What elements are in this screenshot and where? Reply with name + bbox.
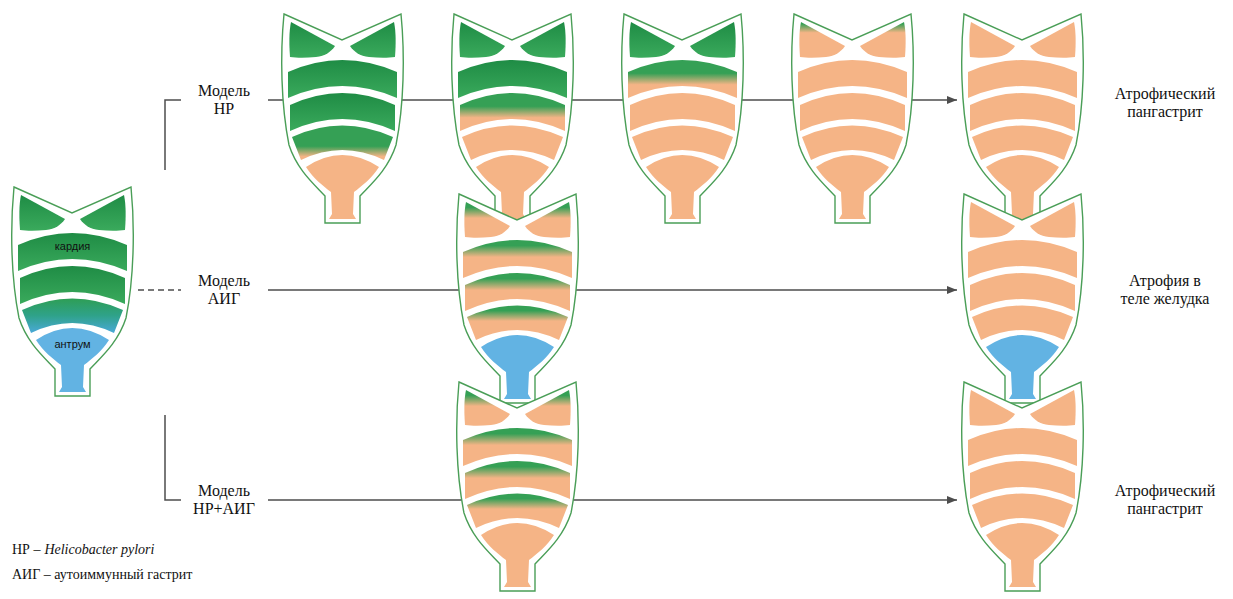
abbreviation-note: НР – bbox=[12, 542, 40, 558]
stomach-figure bbox=[622, 14, 744, 223]
stomach-region bbox=[690, 22, 736, 58]
stomach-region bbox=[798, 60, 907, 98]
stomach-region bbox=[969, 202, 1015, 238]
progression-arrow bbox=[268, 499, 957, 501]
region-label: кардия bbox=[55, 240, 91, 253]
stomach-region bbox=[481, 335, 554, 399]
stomach-region bbox=[19, 195, 65, 231]
stomach-region bbox=[968, 240, 1077, 278]
stomach-illustrations bbox=[282, 14, 1084, 591]
stomach-region bbox=[969, 22, 1015, 58]
stomach-region bbox=[463, 240, 572, 278]
stomach-region bbox=[467, 306, 568, 341]
stomach-region bbox=[969, 390, 1015, 426]
stomach-outline bbox=[962, 382, 1084, 591]
stomach-outline bbox=[792, 14, 914, 223]
stomach-figure bbox=[962, 382, 1084, 591]
stomach-figure bbox=[457, 194, 579, 403]
stomach-outline bbox=[452, 14, 574, 223]
stomach-region bbox=[350, 22, 396, 58]
stomach-region bbox=[1030, 390, 1076, 426]
stomach-region bbox=[467, 494, 568, 529]
model-label: Модель НР+АИГ bbox=[193, 482, 255, 519]
stomach-region bbox=[986, 523, 1059, 587]
outcome-label: Атрофический пангастрит bbox=[1104, 85, 1226, 122]
stomach-region bbox=[525, 202, 571, 238]
abbreviation-note: АИГ – аутоиммунный гастрит bbox=[12, 567, 192, 583]
stomach-region bbox=[972, 306, 1073, 341]
stomach-region bbox=[800, 93, 905, 131]
stomach-figure bbox=[457, 382, 579, 591]
model-label: Модель АИГ bbox=[198, 272, 250, 309]
stomach-region bbox=[459, 22, 505, 58]
stomach-region bbox=[632, 126, 733, 161]
bracket-line bbox=[165, 415, 181, 500]
stomach-region bbox=[968, 428, 1077, 466]
model-label: Модель НР bbox=[198, 82, 250, 119]
stomach-node: кардия антрум bbox=[10, 183, 135, 398]
stomach-region bbox=[290, 93, 395, 131]
stomach-region bbox=[968, 60, 1077, 98]
stomach-region bbox=[970, 461, 1075, 499]
stomach-region bbox=[646, 155, 719, 219]
stomach-region bbox=[292, 126, 393, 161]
stomach-region bbox=[288, 60, 397, 98]
stomach-region bbox=[629, 22, 675, 58]
stomach-region bbox=[1030, 202, 1076, 238]
stomach-region bbox=[525, 390, 571, 426]
stomach-region bbox=[464, 390, 510, 426]
stomach-region bbox=[860, 22, 906, 58]
stomach-outline bbox=[457, 194, 579, 403]
outcome-label: Атрофия в теле желудка bbox=[1115, 272, 1215, 309]
stomach-region bbox=[22, 299, 123, 334]
bracket-line bbox=[165, 100, 181, 170]
stomach-region bbox=[802, 126, 903, 161]
stomach-region bbox=[970, 273, 1075, 311]
stomach-figure bbox=[452, 14, 574, 223]
stomach-region bbox=[465, 461, 570, 499]
stomach-outline bbox=[457, 382, 579, 591]
stomach-outline bbox=[962, 194, 1084, 403]
stomach-region bbox=[458, 60, 567, 98]
stomach-region bbox=[306, 155, 379, 219]
stomach-region bbox=[816, 155, 889, 219]
stomach-region bbox=[628, 60, 737, 98]
stomach-region bbox=[460, 93, 565, 131]
outcome-label: Атрофический пангастрит bbox=[1104, 482, 1226, 519]
stomach-region bbox=[289, 22, 335, 58]
stomach-region bbox=[36, 328, 109, 392]
stomach-figure bbox=[962, 14, 1084, 223]
stomach-region bbox=[1030, 22, 1076, 58]
stomach-figure bbox=[962, 194, 1084, 403]
stomach-outline bbox=[622, 14, 744, 223]
stomach-figure bbox=[282, 14, 404, 223]
stomach-outline-svg bbox=[10, 183, 135, 398]
stomach-region bbox=[463, 428, 572, 466]
dashed-line bbox=[138, 289, 181, 291]
region-label: антрум bbox=[54, 338, 90, 351]
stomach-region bbox=[481, 523, 554, 587]
stomach-figure bbox=[12, 187, 134, 396]
stomach-region bbox=[465, 273, 570, 311]
abbreviation-note: Helicobacter pylori bbox=[44, 542, 154, 558]
stomach-region bbox=[20, 266, 125, 304]
stomach-figure bbox=[792, 14, 914, 223]
stomach-outline bbox=[282, 14, 404, 223]
stomach-outline bbox=[962, 14, 1084, 223]
stomach-region bbox=[630, 93, 735, 131]
stomach-region bbox=[972, 494, 1073, 529]
stomach-outline bbox=[12, 187, 134, 396]
stomach-region bbox=[464, 202, 510, 238]
stomach-region bbox=[520, 22, 566, 58]
stomach-region bbox=[970, 93, 1075, 131]
stomach-region bbox=[80, 195, 126, 231]
progression-arrow bbox=[268, 289, 957, 291]
stomach-region bbox=[18, 233, 127, 271]
stomach-region bbox=[462, 126, 563, 161]
stomach-region bbox=[972, 126, 1073, 161]
stomach-region bbox=[799, 22, 845, 58]
stomach-region bbox=[986, 335, 1059, 399]
